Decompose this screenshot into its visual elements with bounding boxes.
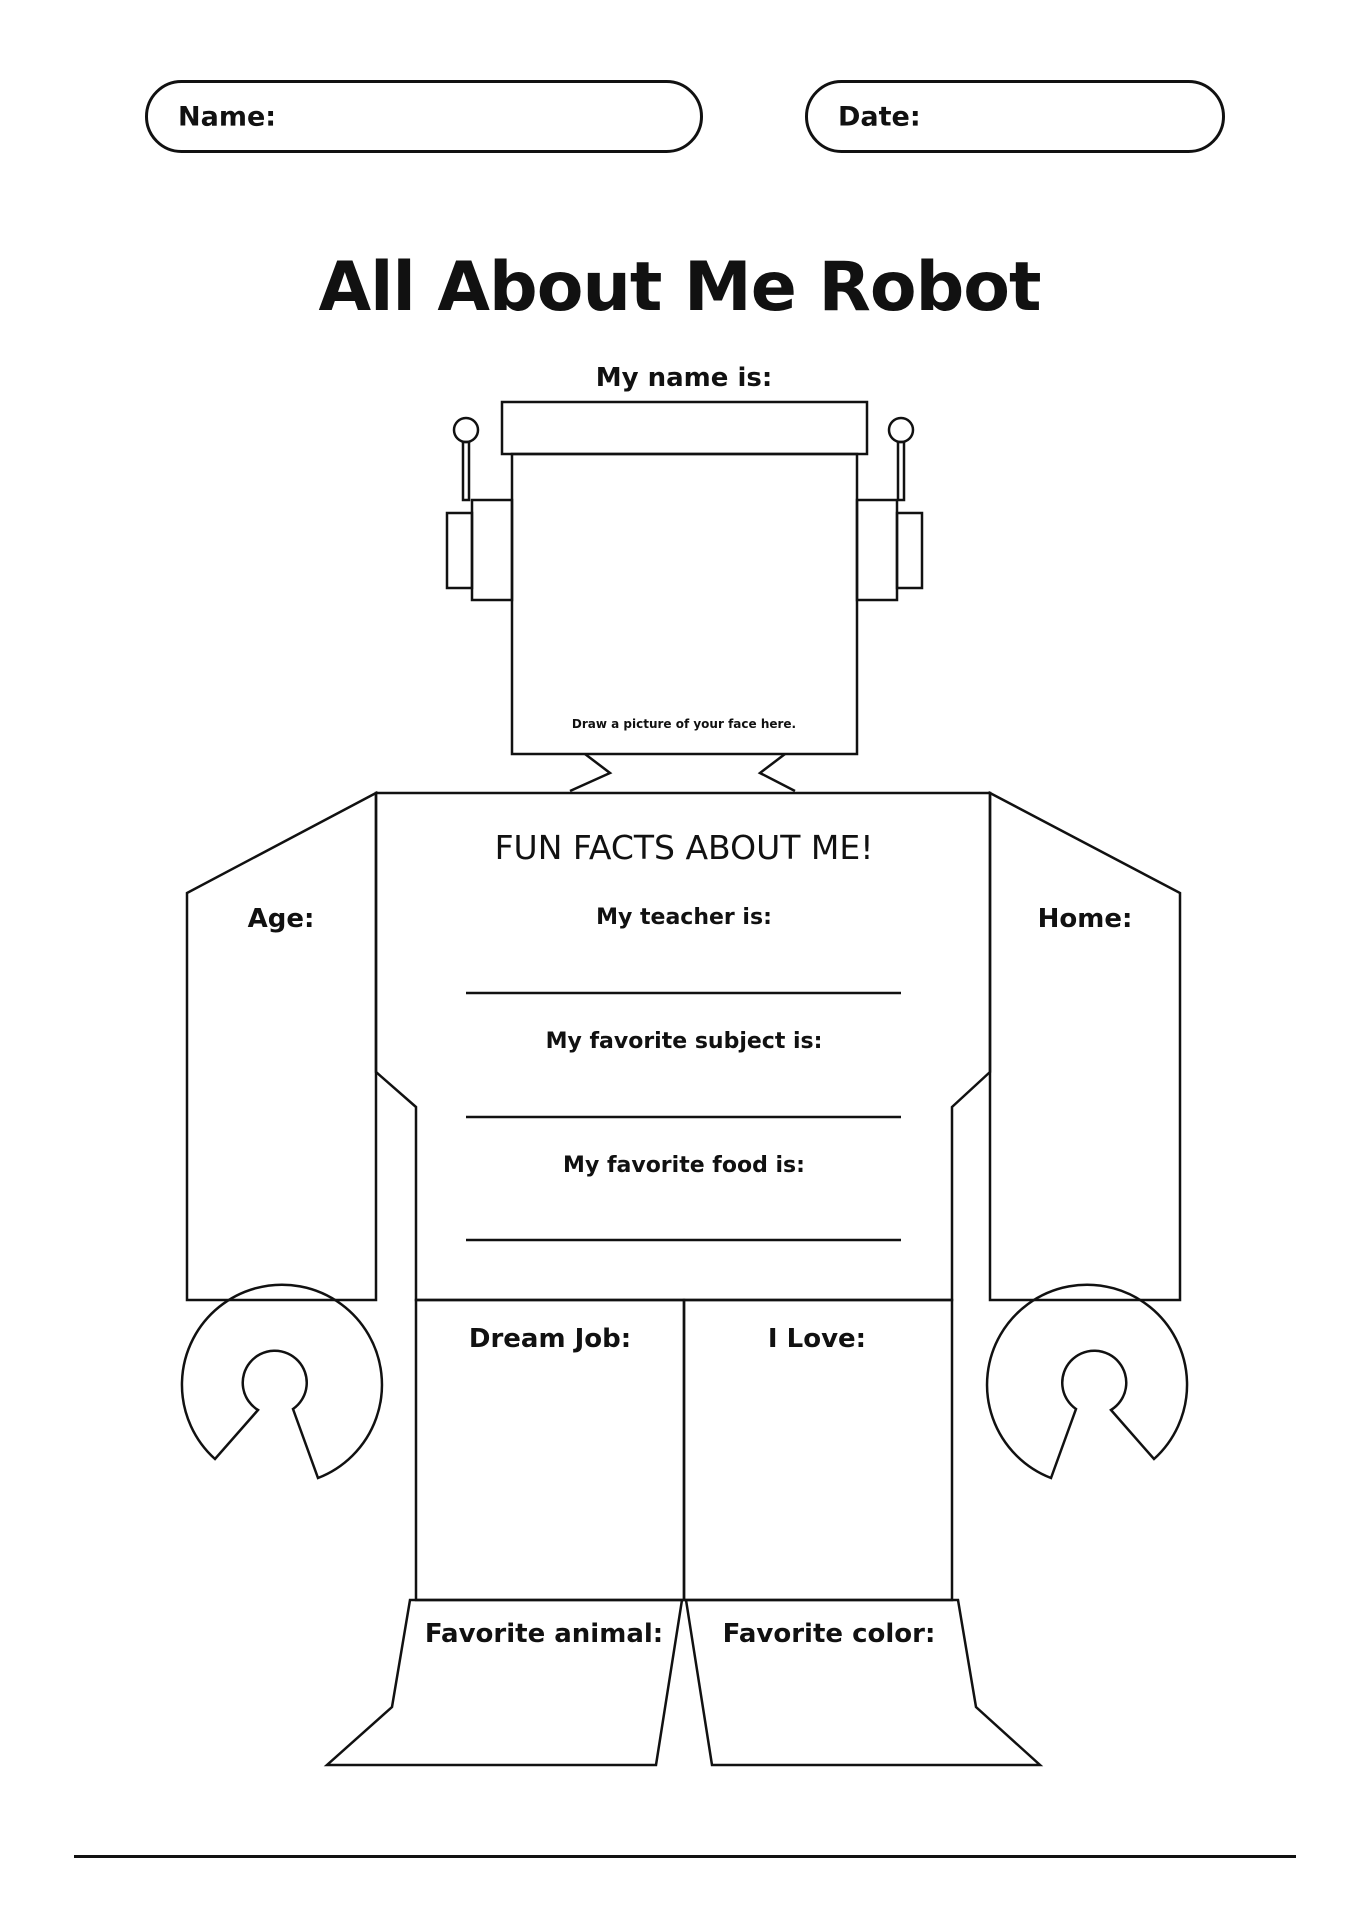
head-cap (500, 400, 869, 456)
favorite-animal-box[interactable] (323, 1598, 684, 1767)
left-hand-claw (180, 1283, 384, 1480)
neck-left (569, 753, 613, 793)
right-antenna (855, 416, 924, 602)
favorite-color-box[interactable] (684, 1598, 1044, 1767)
name-label: Name: (178, 101, 277, 132)
favorite-color-label: Favorite color: (723, 1619, 936, 1649)
face-box[interactable] (510, 452, 859, 756)
food-label: My favorite food is: (563, 1153, 805, 1178)
date-field[interactable]: Date: (805, 80, 1225, 153)
bottom-divider (74, 1855, 1296, 1858)
i-love-label: I Love: (768, 1324, 866, 1354)
teacher-label: My teacher is: (596, 905, 772, 930)
my-name-label: My name is: (596, 363, 773, 393)
age-label: Age: (248, 904, 315, 934)
left-arm-box[interactable] (185, 790, 378, 1302)
right-hand-claw (985, 1283, 1189, 1480)
favorite-animal-label: Favorite animal: (425, 1619, 663, 1649)
fun-facts-heading: FUN FACTS ABOUT ME! (495, 828, 874, 867)
dream-job-label: Dream Job: (469, 1324, 631, 1354)
date-label: Date: (838, 101, 921, 132)
name-field[interactable]: Name: (145, 80, 703, 153)
page-title: All About Me Robot (318, 248, 1042, 327)
subject-label: My favorite subject is: (546, 1029, 823, 1054)
face-hint: Draw a picture of your face here. (572, 717, 796, 731)
right-arm-box[interactable] (988, 790, 1182, 1302)
home-label: Home: (1038, 904, 1133, 934)
neck-right (757, 753, 796, 793)
